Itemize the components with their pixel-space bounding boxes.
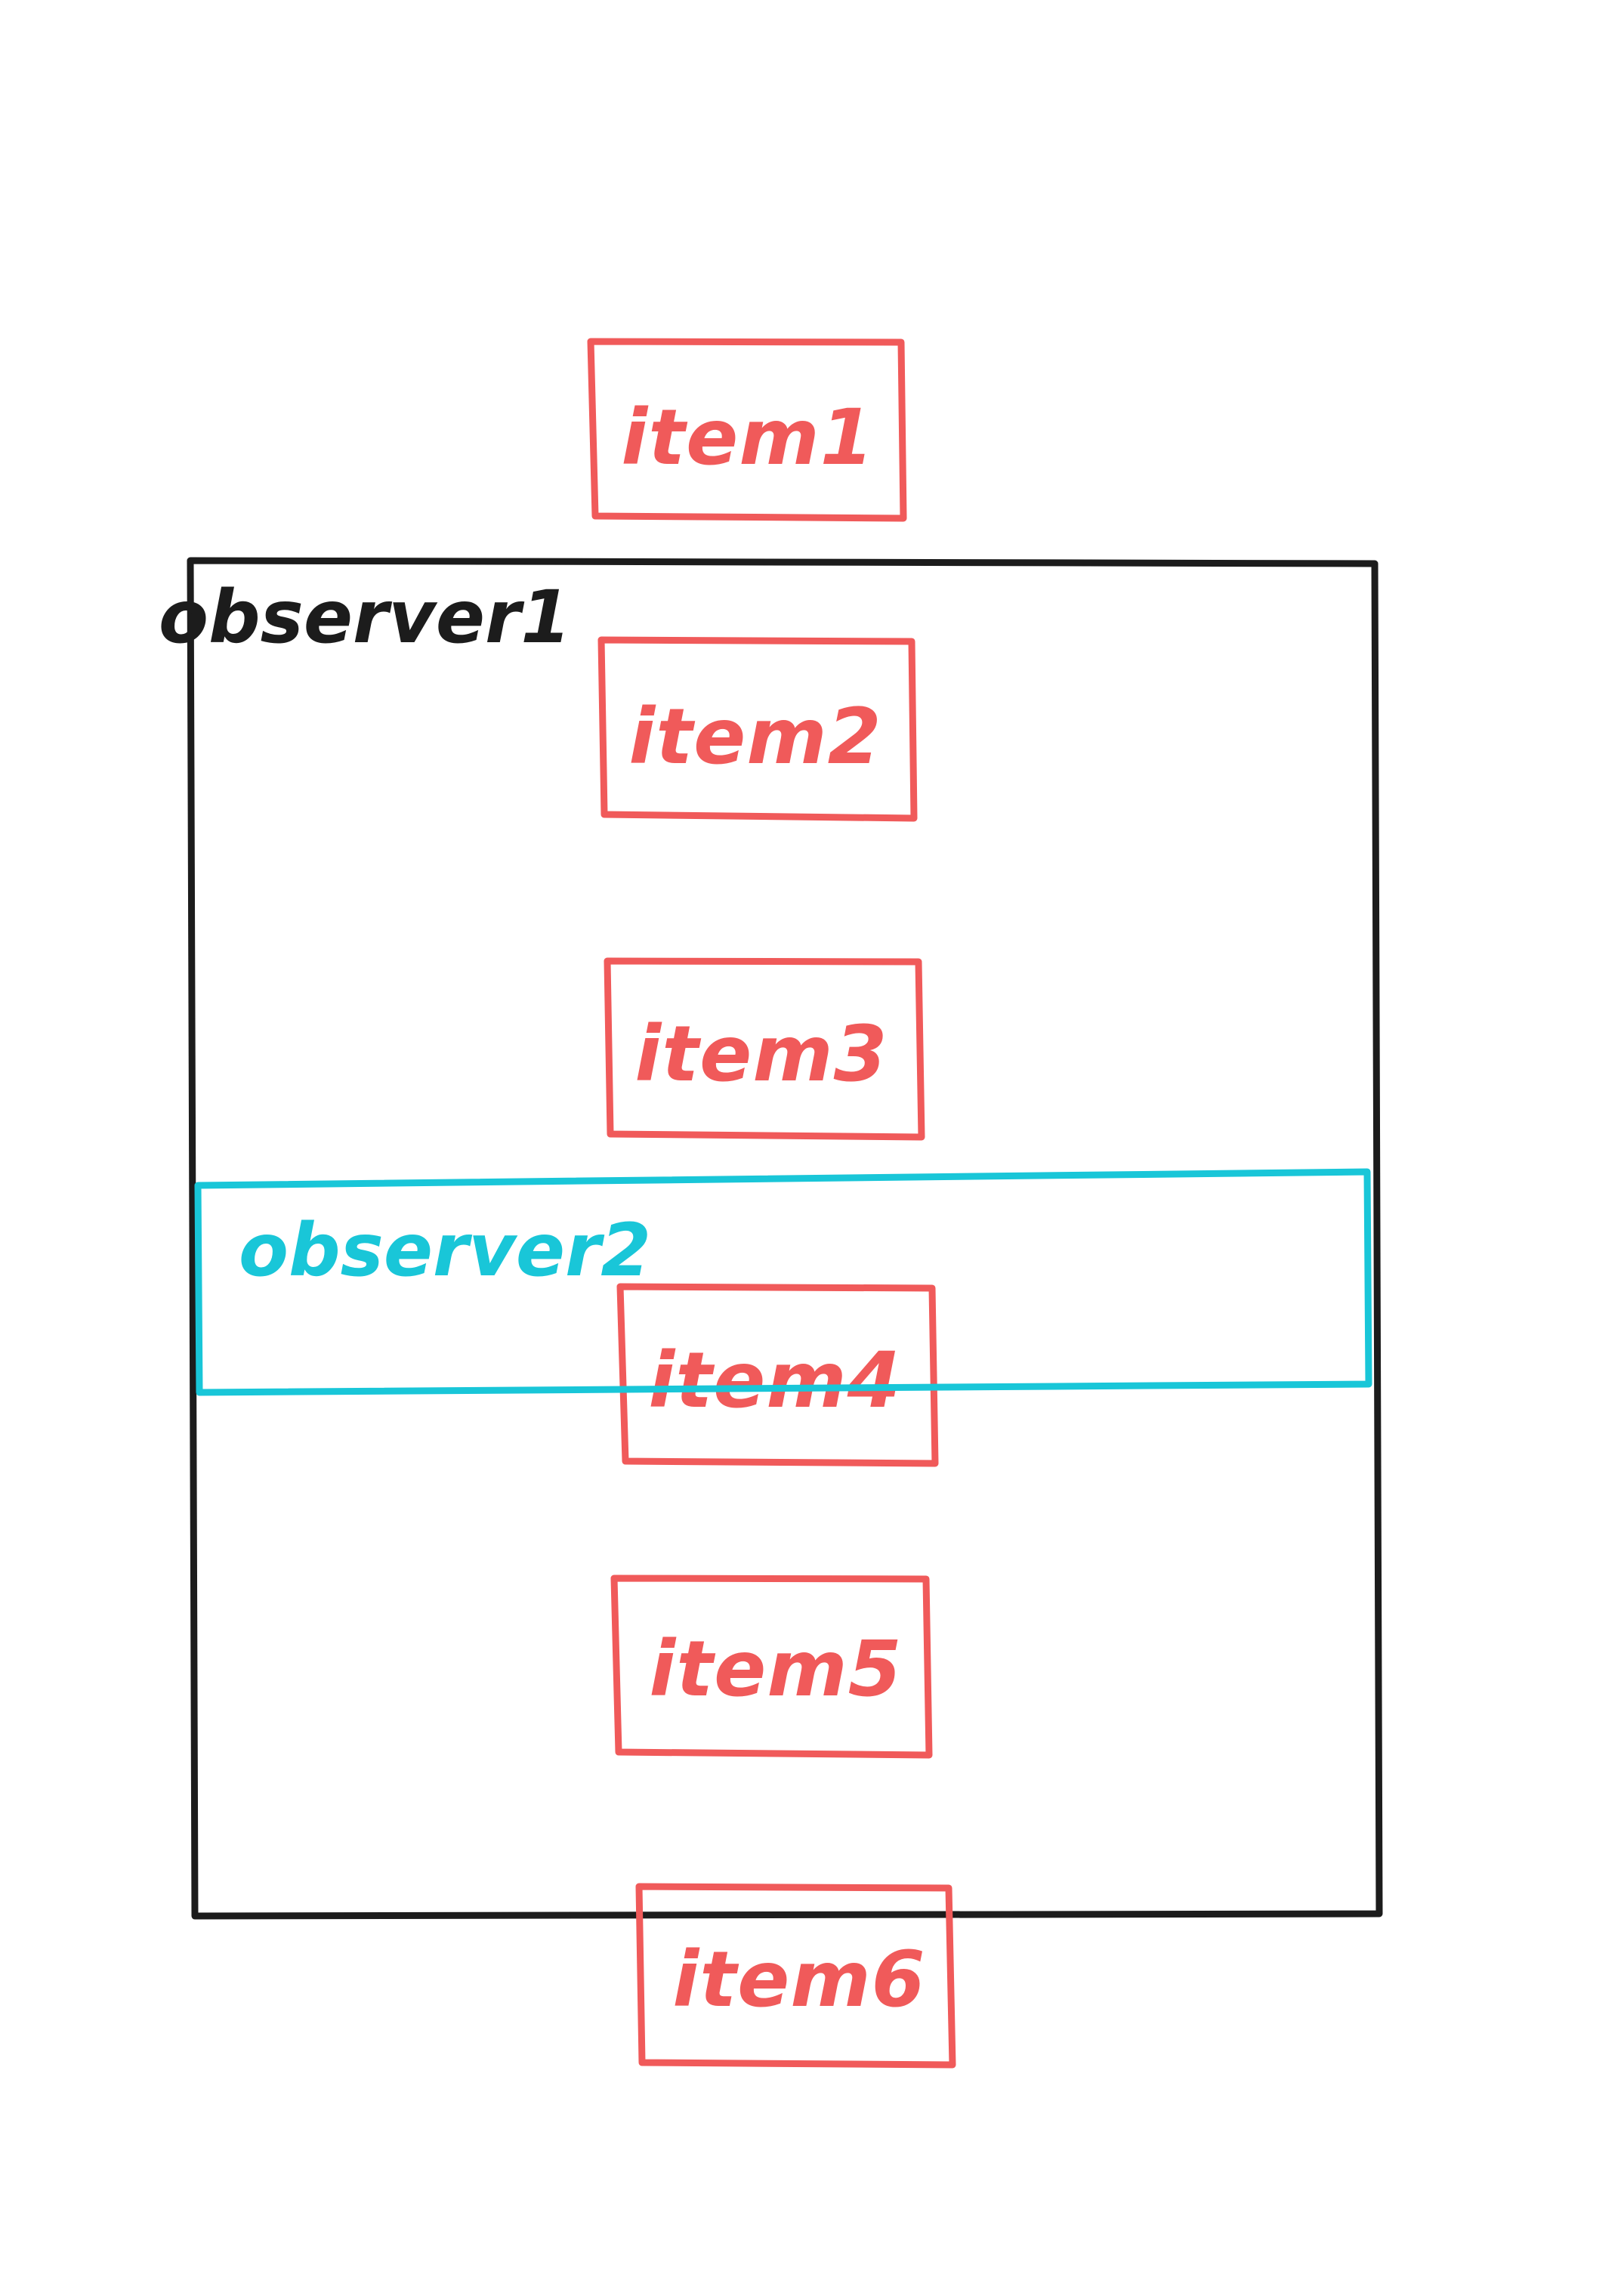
observer1-label: observer1 <box>159 575 571 660</box>
item-2: item2 <box>597 636 918 822</box>
item-5-label: item5 <box>649 1624 902 1714</box>
item-4-box <box>616 1283 939 1467</box>
item-1-label: item1 <box>621 393 874 483</box>
item-2-label: item2 <box>628 692 881 782</box>
item-4-label: item4 <box>648 1336 901 1426</box>
observer2-label: observer2 <box>239 1208 651 1293</box>
item-2-box <box>597 636 918 822</box>
item-6-box <box>635 1883 956 2069</box>
item-6: item6 <box>635 1883 956 2069</box>
item-4: item4 <box>616 1283 939 1467</box>
item-1: item1 <box>587 338 907 522</box>
item-1-box <box>587 338 907 522</box>
observer2-box <box>194 1168 1372 1396</box>
observer1-box <box>187 557 1383 1920</box>
item-3-box <box>604 957 925 1141</box>
item-3: item3 <box>604 957 925 1141</box>
observer1-region: observer1 <box>159 557 1383 1920</box>
item-6-label: item6 <box>672 1935 925 2025</box>
item-5-box <box>610 1575 933 1759</box>
item-5: item5 <box>610 1575 933 1759</box>
item-3-label: item3 <box>634 1009 888 1099</box>
observer2-region: observer2 <box>194 1168 1372 1396</box>
